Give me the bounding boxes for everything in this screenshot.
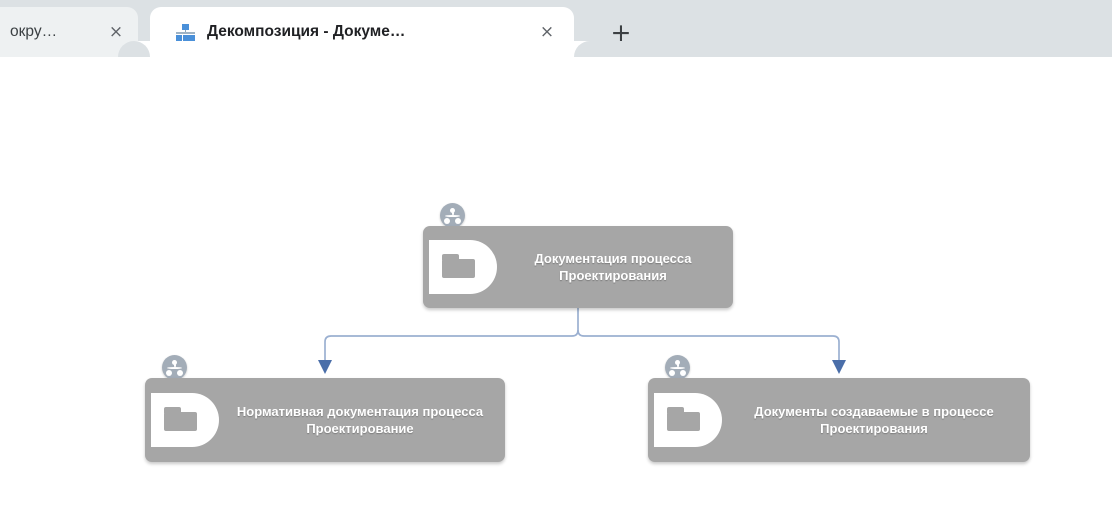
- tab-title: Декомпозиция - Докуме…: [207, 23, 406, 40]
- tab-shoulder-left: [118, 41, 150, 73]
- document-folder-icon: [429, 236, 501, 298]
- browser-tab-inactive[interactable]: окру…: [0, 7, 138, 57]
- diagram-node-label: Документация процесса Проектирования: [534, 251, 692, 283]
- document-folder-icon: [654, 389, 726, 451]
- diagram-node-child-right[interactable]: Документы создаваемые в процессе Проекти…: [648, 378, 1030, 462]
- decomposition-badge-child-left[interactable]: [162, 355, 187, 380]
- diagram-node-label: Нормативная документация процесса Проект…: [236, 404, 484, 436]
- diagram-canvas[interactable]: Документация процесса Проектирования Нор…: [0, 57, 1112, 514]
- new-tab-button[interactable]: +: [610, 18, 632, 47]
- browser-tabstrip: окру… × Декомпозиция - Докуме… × +: [0, 0, 1112, 73]
- diagram-node-label: Документы создаваемые в процессе Проекти…: [754, 404, 994, 436]
- document-folder-icon: [151, 389, 223, 451]
- tab-shoulder-right: [574, 41, 606, 73]
- decomposition-badge-root[interactable]: [440, 203, 465, 228]
- diagram-node-root[interactable]: Документация процесса Проектирования: [423, 226, 733, 308]
- tab-close-button-active[interactable]: ×: [539, 22, 555, 42]
- browser-tab-active[interactable]: Декомпозиция - Докуме…: [150, 7, 574, 57]
- decomposition-badge-child-right[interactable]: [665, 355, 690, 380]
- diagram-node-child-left[interactable]: Нормативная документация процесса Проект…: [145, 378, 505, 462]
- tab-close-button-inactive[interactable]: ×: [108, 22, 124, 42]
- hierarchy-icon: [176, 23, 195, 41]
- tab-title: окру…: [10, 23, 58, 40]
